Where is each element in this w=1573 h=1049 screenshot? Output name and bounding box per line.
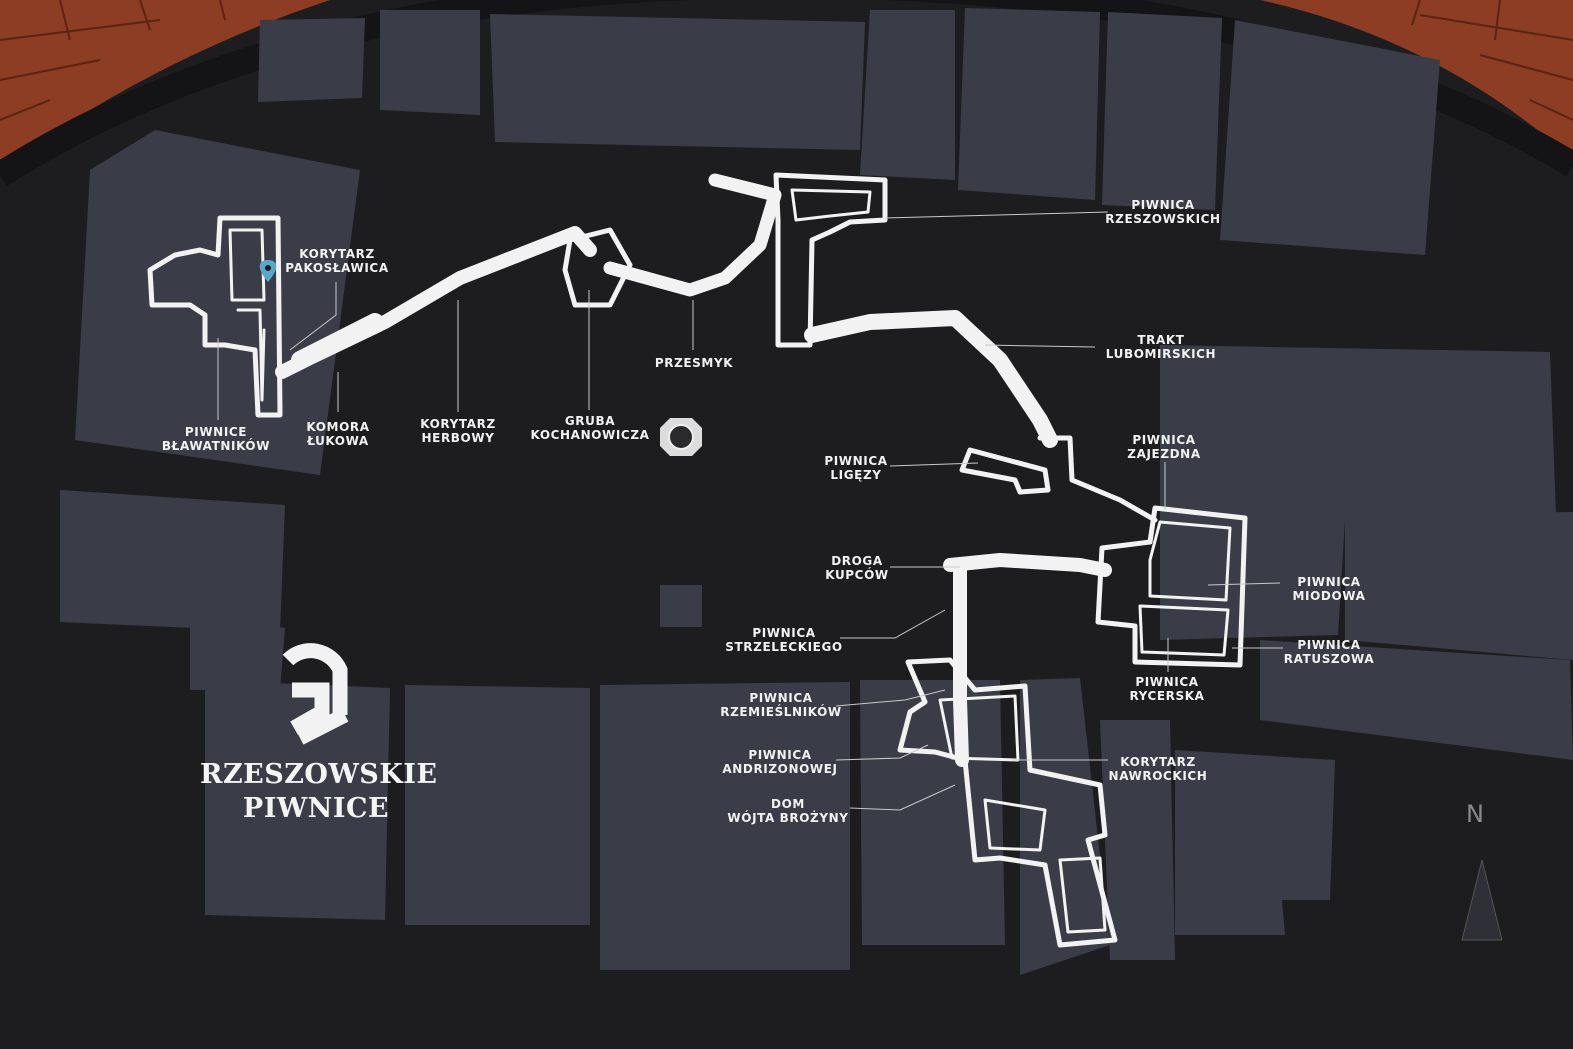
- brick-corner-left: [0, 0, 330, 170]
- brick-corner-right: [1260, 0, 1573, 160]
- city-blocks: [60, 8, 1573, 975]
- north-label: N: [1466, 800, 1484, 828]
- you-are-here-pin: [259, 260, 277, 282]
- brand-logo-icon: [282, 643, 349, 745]
- cellar-corridors: [147, 172, 1248, 948]
- north-arrow-icon: [1461, 859, 1503, 941]
- brick-joints: [0, 0, 1573, 121]
- gruba-marker: [660, 418, 702, 456]
- leader-lines: [217, 211, 1283, 811]
- label-przesmyk: PRZESMYK: [654, 356, 734, 370]
